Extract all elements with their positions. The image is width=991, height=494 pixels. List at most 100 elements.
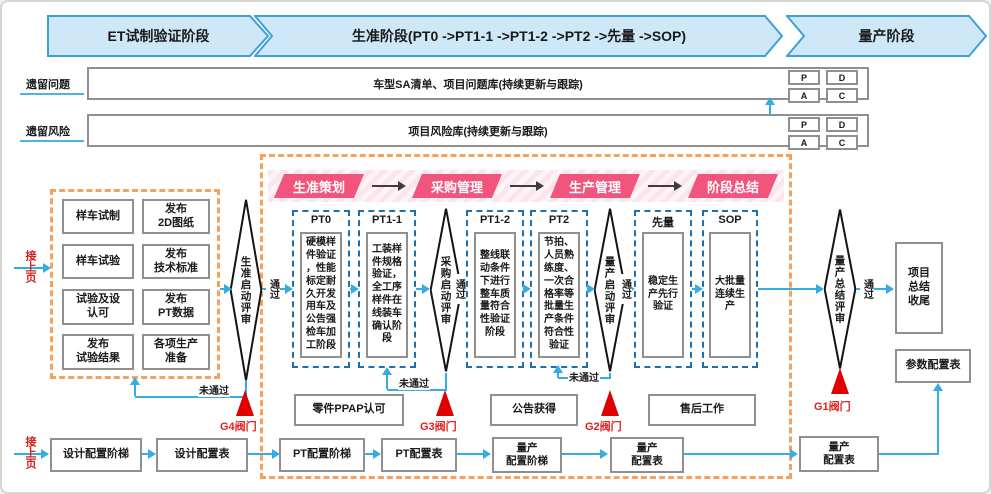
flow-arrow-icon	[373, 449, 381, 459]
pdca-p: P	[788, 70, 820, 85]
phase-chevron-et-label: ET试制验证阶段	[107, 28, 210, 44]
box-release-2d: 发布 2D图纸	[142, 199, 210, 234]
box-test-design-approval: 试验及设 认可	[62, 289, 134, 325]
g3-feedback-line	[387, 389, 447, 391]
flow-arrow-icon	[816, 284, 824, 294]
g3-feedback-line	[445, 373, 447, 391]
pass-label-g1: 通过	[860, 274, 874, 304]
gate-diamond-g1: 量产总结评审	[824, 208, 856, 370]
box-sample-test: 样车试验	[62, 244, 134, 279]
g2-feedback-line	[557, 372, 559, 378]
box-release-pt-data: 发布 PT数据	[142, 289, 210, 325]
g4-valve-label: G4阀门	[220, 421, 257, 433]
fail-label-g4: 未通过	[198, 382, 230, 397]
pdca-a: A	[788, 88, 820, 103]
pt1-2-body: 整线联动条件下进行整车质量符合性验证阶段	[474, 232, 516, 358]
g2-valve-label: G2阀门	[585, 421, 622, 433]
flow-line	[248, 453, 274, 455]
pdca-a: A	[788, 135, 820, 150]
flow-line	[142, 453, 150, 455]
box-mass-config-table: 量产 配置表	[610, 437, 684, 473]
pdca-c: C	[826, 88, 858, 103]
box-ppap-approval: 零件PPAP认可	[294, 394, 404, 426]
g4-feedback-arrow-icon	[130, 377, 140, 385]
pre-volume-title: 先量	[652, 217, 674, 229]
sop-body: 大批量连续生产	[709, 232, 751, 358]
banner-production: 生产管理	[550, 174, 640, 198]
issue-pdca: P D A C	[788, 70, 858, 103]
flow-arrow-icon	[483, 449, 491, 459]
gate-g3-review-label: 采购启动评审	[439, 255, 452, 325]
banner-phase-summary: 阶段总结	[688, 174, 778, 198]
flow-arrow-icon	[600, 449, 608, 459]
g3-feedback-line	[386, 374, 388, 389]
box-pt-config-table: PT配置表	[381, 438, 457, 472]
box-project-closing: 项目 总结 收尾	[895, 242, 943, 334]
params-link-arrow-icon	[933, 383, 943, 391]
box-params-table: 参数配置表	[895, 349, 971, 383]
gate-g1-review-label: 量产总结评审	[833, 254, 846, 324]
pdca-p: P	[788, 117, 820, 132]
g1-valve-label: G1阀门	[814, 401, 851, 413]
flow-arrow-icon	[523, 284, 531, 294]
fail-label-g3: 未通过	[398, 375, 430, 390]
banner-procurement: 采购管理	[412, 174, 502, 198]
box-release-standard: 发布 技术标准	[142, 244, 210, 279]
risk-to-issue-arrow-icon	[765, 97, 775, 105]
flow-arrow-icon	[790, 449, 798, 459]
g4-feedback-line	[134, 384, 136, 396]
flow-line	[562, 453, 602, 455]
prev-page-line-mid	[14, 267, 44, 269]
risk-underline	[20, 140, 84, 142]
params-link-line	[937, 389, 939, 455]
g3-valve-label: G3阀门	[420, 421, 457, 433]
prev-page-arrow-icon	[43, 263, 51, 273]
gate-g4-review-label: 生准启动评审	[239, 255, 252, 325]
risk-row-label: 遗留风险	[26, 126, 70, 138]
params-link-line	[879, 453, 939, 455]
box-mass-config-ladder: 量产 配置阶梯	[492, 437, 562, 473]
box-after-sales: 售后工作	[648, 394, 756, 426]
flow-arrow-icon	[148, 449, 156, 459]
risk-bar: 项目风险库(持续更新与跟踪)	[87, 114, 869, 147]
banner-arrow-line	[372, 185, 398, 187]
pass-label-g2: 通过	[618, 274, 632, 304]
g4-feedback-line	[135, 396, 247, 398]
flow-arrow-icon	[587, 284, 595, 294]
box-release-test-result: 发布 试验结果	[62, 334, 134, 370]
banner-arrow-icon	[674, 181, 682, 191]
pre-volume-body: 稳定生产先行验证	[642, 232, 684, 358]
phase-chevron-prep-label: 生准阶段(PT0 ->PT1-1 ->PT1-2 ->PT2 ->先量 ->SO…	[351, 28, 687, 44]
flow-arrow-icon	[695, 284, 703, 294]
phase-chevron-mass-label: 量产阶段	[858, 28, 915, 44]
flow-line	[457, 453, 485, 455]
flow-line	[758, 288, 818, 290]
pass-label-g3: 通过	[452, 274, 466, 304]
gate-g2-review-label: 量产启动评审	[603, 255, 616, 325]
g4-valve-icon	[236, 390, 254, 416]
pass-label-g4: 通过	[266, 274, 280, 304]
box-design-config-table: 设计配置表	[156, 438, 248, 472]
pdca-c: C	[826, 135, 858, 150]
pt0-title: PT0	[310, 214, 332, 226]
flow-line	[416, 288, 424, 290]
pt2-title: PT2	[548, 214, 570, 226]
gate-diamond-g4: 生准启动评审	[230, 198, 262, 382]
prev-page-line-bottom	[14, 453, 42, 455]
pt2-body: 节拍、人员熟练度、一次合格率等批量生产条件符合性验证	[538, 232, 580, 358]
pt0-body: 硬模样件验证，性能标定耐久开发用车及公告强检车加工阶段	[300, 232, 342, 358]
phase-chevron-mass: 量产阶段	[786, 15, 987, 57]
banner-arrow-line	[510, 185, 536, 187]
gate-diamond-g3: 采购启动评审	[430, 207, 462, 373]
pdca-d: D	[826, 117, 858, 132]
flow-arrow-icon	[422, 284, 430, 294]
flow-arrow-icon	[272, 449, 280, 459]
fail-label-g2: 未通过	[568, 369, 600, 384]
pdca-d: D	[826, 70, 858, 85]
banner-arrow-icon	[536, 181, 544, 191]
flow-arrow-icon	[886, 284, 894, 294]
issue-row-label: 遗留问题	[26, 79, 70, 91]
prev-page-arrow-icon	[41, 449, 49, 459]
issue-bar: 车型SA清单、项目问题库(持续更新与跟踪)	[87, 67, 869, 100]
